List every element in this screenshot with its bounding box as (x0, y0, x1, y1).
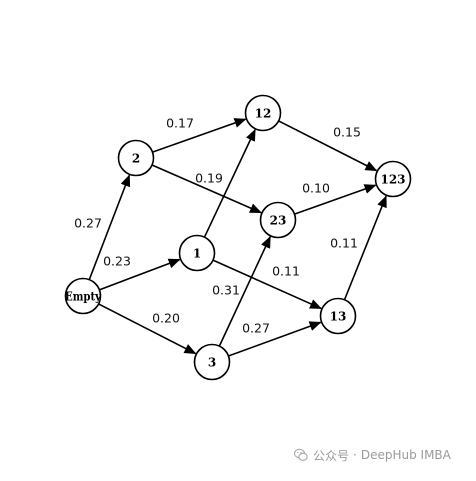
edges-layer (88, 118, 387, 357)
edge-n3-n13 (228, 321, 322, 357)
node-circle (193, 343, 231, 381)
wechat-icon (294, 448, 308, 461)
node-label: 12 (255, 107, 272, 121)
edge-n13-n123 (343, 195, 387, 301)
node-empty: Empty (64, 277, 102, 315)
node-n123: 123 (374, 160, 412, 198)
node-n3: 3 (193, 343, 231, 381)
node-n2: 2 (117, 139, 155, 177)
edge-n23-n123 (294, 184, 377, 215)
edge-weight-n13-n123: 0.11 (330, 236, 358, 251)
node-circle (259, 201, 297, 239)
node-circle (319, 297, 357, 335)
node-label: Empty (65, 290, 102, 304)
edge-n12-n123 (278, 120, 378, 172)
edge-weight-empty-n1: 0.23 (103, 254, 131, 269)
node-label: 23 (270, 214, 287, 228)
node-n12: 12 (244, 94, 282, 132)
node-circle (374, 160, 412, 198)
node-label: 3 (208, 356, 216, 370)
edge-weight-n23-n123: 0.10 (302, 181, 330, 196)
watermark: 公众号 · DeepHub IMBA (294, 444, 451, 466)
node-n13: 13 (319, 297, 357, 335)
node-label: 1 (193, 247, 201, 261)
node-circle (117, 139, 155, 177)
edge-weight-empty-n3: 0.20 (152, 311, 180, 326)
node-label: 123 (380, 173, 405, 187)
edge-n2-n12 (152, 118, 247, 153)
edge-empty-n3 (98, 303, 197, 355)
node-label: 13 (330, 310, 347, 324)
edge-n2-n23 (151, 164, 262, 214)
node-circle (178, 234, 216, 272)
node-circle (244, 94, 282, 132)
edge-weight-n12-n123: 0.15 (333, 125, 361, 140)
node-circle (64, 277, 102, 315)
node-n1: 1 (178, 234, 216, 272)
watermark-separator: · (353, 448, 357, 462)
node-label: 2 (132, 152, 140, 166)
edge-empty-n2 (88, 174, 131, 280)
edge-weight-n3-n23: 0.31 (212, 283, 240, 298)
edge-n3-n23 (218, 235, 271, 347)
edge-n1-n12 (203, 128, 256, 238)
node-n23: 23 (259, 201, 297, 239)
edge-weight-n3-n13: 0.27 (242, 321, 270, 336)
watermark-account: DeepHub IMBA (360, 448, 451, 462)
edge-weight-empty-n2: 0.27 (74, 216, 102, 231)
edge-weight-n2-n12: 0.17 (166, 116, 194, 131)
edge-n1-n13 (212, 259, 323, 310)
watermark-brand: 公众号 (313, 448, 350, 463)
edge-weight-n2-n23: 0.19 (195, 171, 223, 186)
edge-empty-n1 (99, 258, 181, 291)
edge-weight-n1-n13: 0.11 (272, 264, 300, 279)
edge-labels-layer: 0.27 0.23 0.20 0.17 0.19 0.11 0.31 0.27 0.15 0.10… (74, 116, 361, 336)
